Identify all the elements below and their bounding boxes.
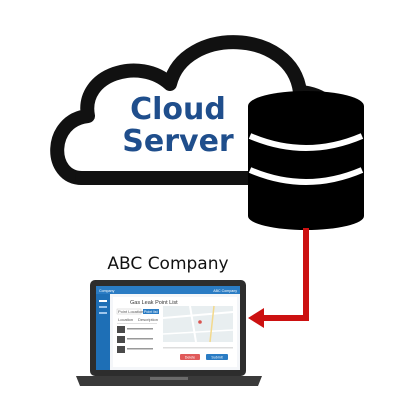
arrow-icon: [248, 228, 309, 328]
app-header: [96, 286, 240, 294]
submit-button[interactable]: [206, 354, 228, 360]
company-label: ABC Company: [107, 254, 228, 274]
delete-button-label: Delete: [185, 356, 195, 360]
sidebar-item[interactable]: [99, 312, 107, 314]
delete-button[interactable]: [180, 354, 200, 360]
list-item[interactable]: [127, 328, 153, 330]
database-icon: [248, 91, 364, 230]
app-brand: Company: [99, 289, 115, 293]
app-sidebar: [96, 294, 110, 370]
column-description: Description: [138, 317, 158, 322]
map-view[interactable]: [162, 305, 234, 343]
list-item-thumb: [117, 326, 125, 333]
sidebar-item[interactable]: [99, 300, 107, 302]
submit-button-label: Submit: [211, 356, 222, 360]
laptop-screen: Company ABC Company Gas Leak Point List …: [96, 286, 240, 370]
map-marker-icon[interactable]: [198, 320, 202, 324]
list-item-thumb: [117, 336, 125, 343]
list-item[interactable]: [127, 338, 153, 340]
filter-location-label: Point Location: [118, 309, 143, 314]
sidebar-item[interactable]: [99, 306, 107, 308]
app-header-right: ABC Company: [213, 289, 237, 293]
list-item[interactable]: [127, 348, 153, 350]
column-location: Location: [118, 317, 133, 322]
list-item-thumb: [117, 346, 125, 353]
cloud-label-line1: Cloud: [130, 92, 226, 127]
filter-list-label: Point list: [144, 310, 158, 314]
cloud-label-line2: Server: [122, 124, 234, 159]
filter-list[interactable]: [143, 309, 159, 314]
app-page-title: Gas Leak Point List: [130, 300, 178, 306]
filter-location[interactable]: [116, 308, 142, 315]
